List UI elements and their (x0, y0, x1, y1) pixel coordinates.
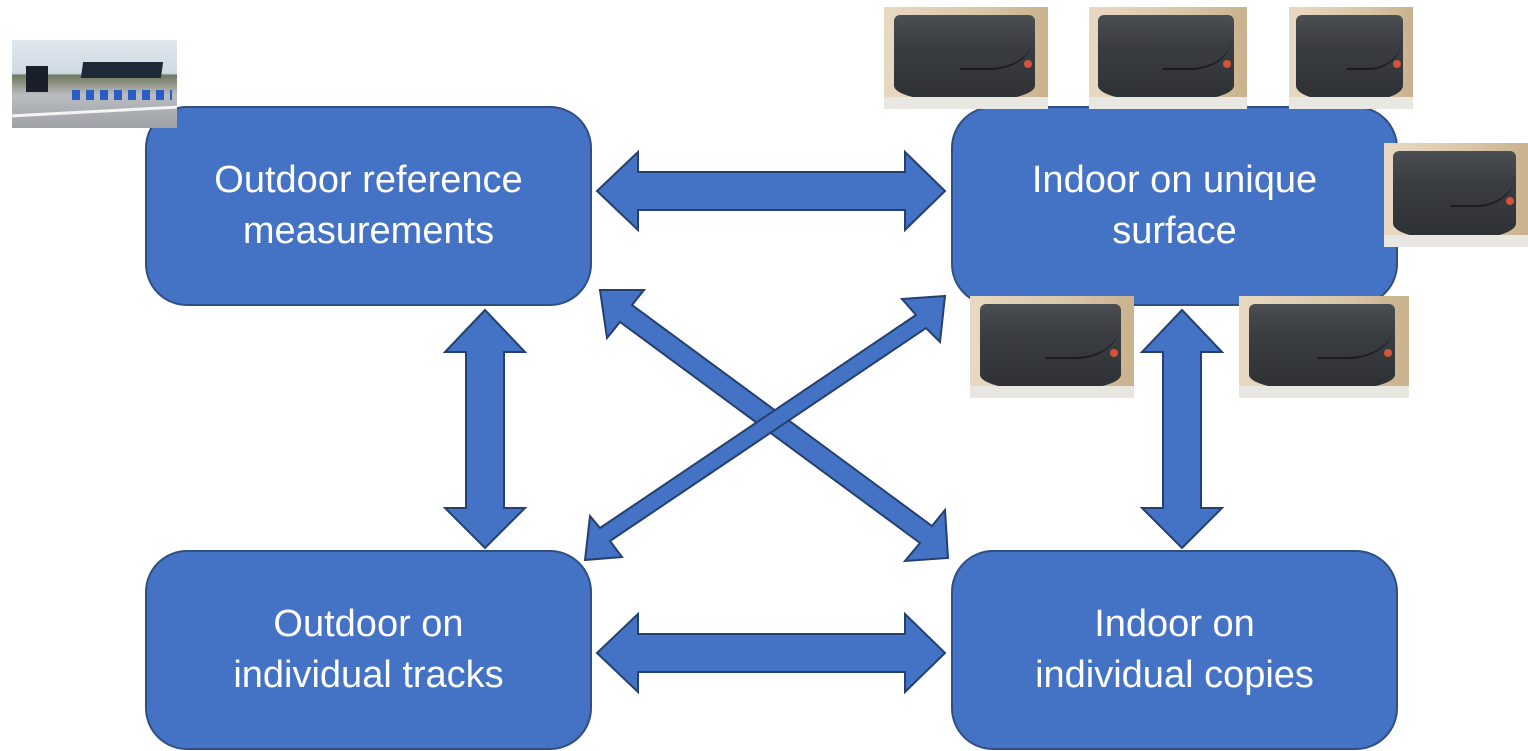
indoor-copies-label: Indoor on individual copies (1035, 602, 1314, 696)
blocks-shape (72, 90, 172, 100)
arrow-top-horizontal (595, 149, 947, 233)
indoor-copies-box: Indoor on individual copies (951, 550, 1398, 750)
wheel-photo-2 (1089, 7, 1247, 109)
arrow-right-vertical (1139, 308, 1225, 550)
truck-shape (26, 66, 48, 92)
wheel-photo-1 (884, 7, 1048, 109)
outdoor-reference-label: Outdoor reference measurements (214, 158, 523, 252)
tent-shape (80, 62, 164, 78)
arrow-left-vertical (442, 308, 528, 550)
wheel-photo-3 (1289, 7, 1413, 109)
indoor-unique-label: Indoor on unique surface (1031, 158, 1318, 252)
outdoor-tracks-label: Outdoor on individual tracks (233, 602, 504, 696)
arrow-bottom-horizontal (595, 611, 947, 695)
indoor-unique-box: Indoor on unique surface (951, 106, 1398, 306)
arrow-diagonal-up (583, 294, 947, 562)
outdoor-tracks-box: Outdoor on individual tracks (145, 550, 592, 750)
wheel-photo-5 (970, 296, 1134, 398)
wheel-photo-6 (1239, 296, 1409, 398)
road-line (12, 105, 177, 118)
outdoor-reference-box: Outdoor reference measurements (145, 106, 592, 306)
outdoor-site-photo (12, 40, 177, 128)
wheel-photo-4 (1384, 143, 1528, 247)
